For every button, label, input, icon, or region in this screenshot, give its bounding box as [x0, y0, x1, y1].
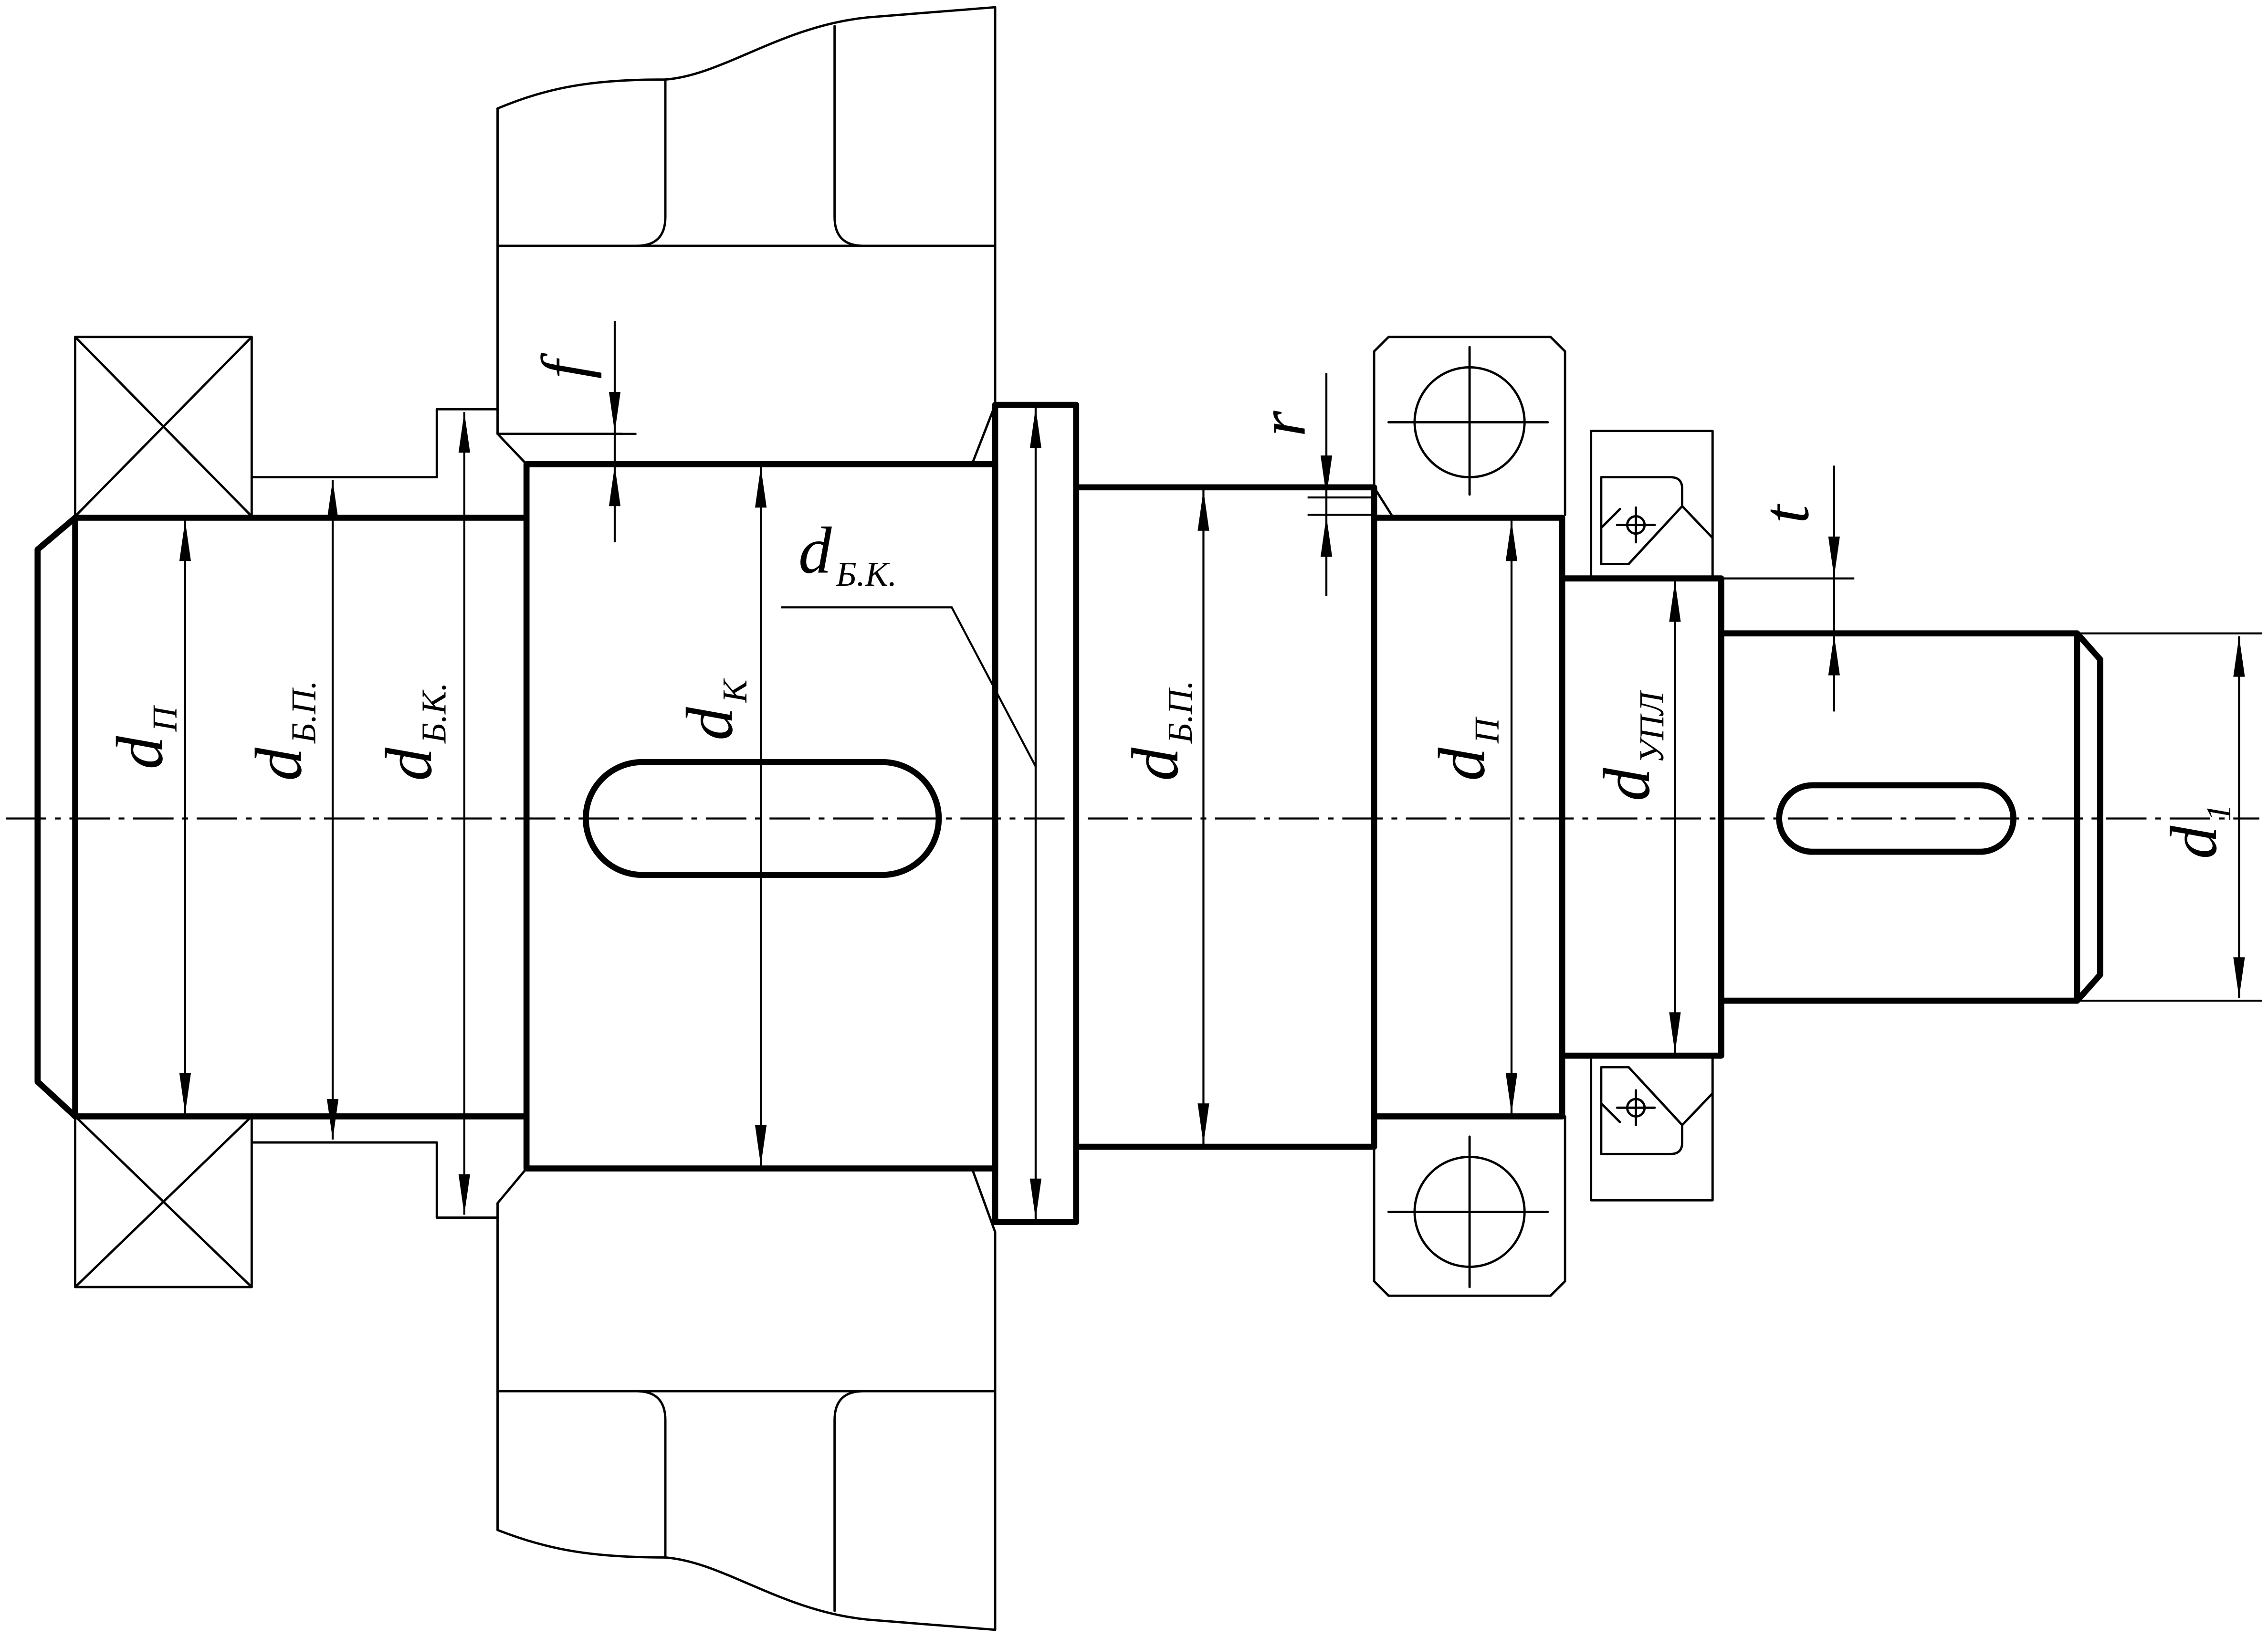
label-d-p-left: d П	[103, 705, 184, 770]
label-t: t	[1749, 504, 1823, 524]
label-sub: Б.К.	[414, 682, 453, 743]
label-main: d	[2157, 825, 2231, 859]
label-main: d	[1425, 747, 1499, 781]
label-main: d	[242, 747, 315, 781]
label-d-upl: d УПЛ	[1590, 690, 1671, 801]
output-keyway	[1776, 782, 2016, 855]
label-f: f	[528, 353, 602, 379]
label-main: d	[1590, 767, 1664, 801]
label-sub: Б.К.	[836, 555, 897, 593]
label-d-bk-top: d Б.К.	[798, 514, 897, 593]
label-d-p-right: d П	[1425, 716, 1506, 781]
label-d-k: d К	[673, 678, 754, 740]
left-bearing	[74, 336, 253, 1288]
shaft	[34, 401, 2103, 1225]
shaft-seal	[1590, 430, 1714, 1202]
label-sub: П	[1468, 716, 1506, 744]
label-sub: УПЛ	[1632, 690, 1671, 763]
label-main: d	[1119, 747, 1192, 781]
label-main: d	[372, 747, 446, 781]
label-d-bk-left: d Б.К.	[372, 682, 453, 781]
gear-housing	[496, 6, 997, 1631]
label-d-1: d 1	[2157, 804, 2238, 859]
label-sub: П	[146, 705, 184, 732]
gear-keyway	[583, 759, 942, 878]
label-sub: Б.П.	[284, 680, 323, 744]
label-r: r	[1246, 411, 1320, 437]
label-main: d	[798, 514, 832, 588]
label-d-bp-right: d Б.П.	[1119, 680, 1199, 781]
label-sub: Б.П.	[1161, 680, 1199, 744]
label-sub: 1	[2199, 804, 2238, 821]
label-main: d	[673, 707, 746, 740]
label-main: d	[103, 736, 177, 770]
label-d-bp-left: d Б.П.	[242, 680, 323, 781]
label-sub: К	[715, 678, 754, 703]
dimension-lines	[179, 321, 2262, 1219]
right-bearing	[1373, 336, 1566, 1297]
left-spacer-sleeve	[250, 408, 499, 1219]
